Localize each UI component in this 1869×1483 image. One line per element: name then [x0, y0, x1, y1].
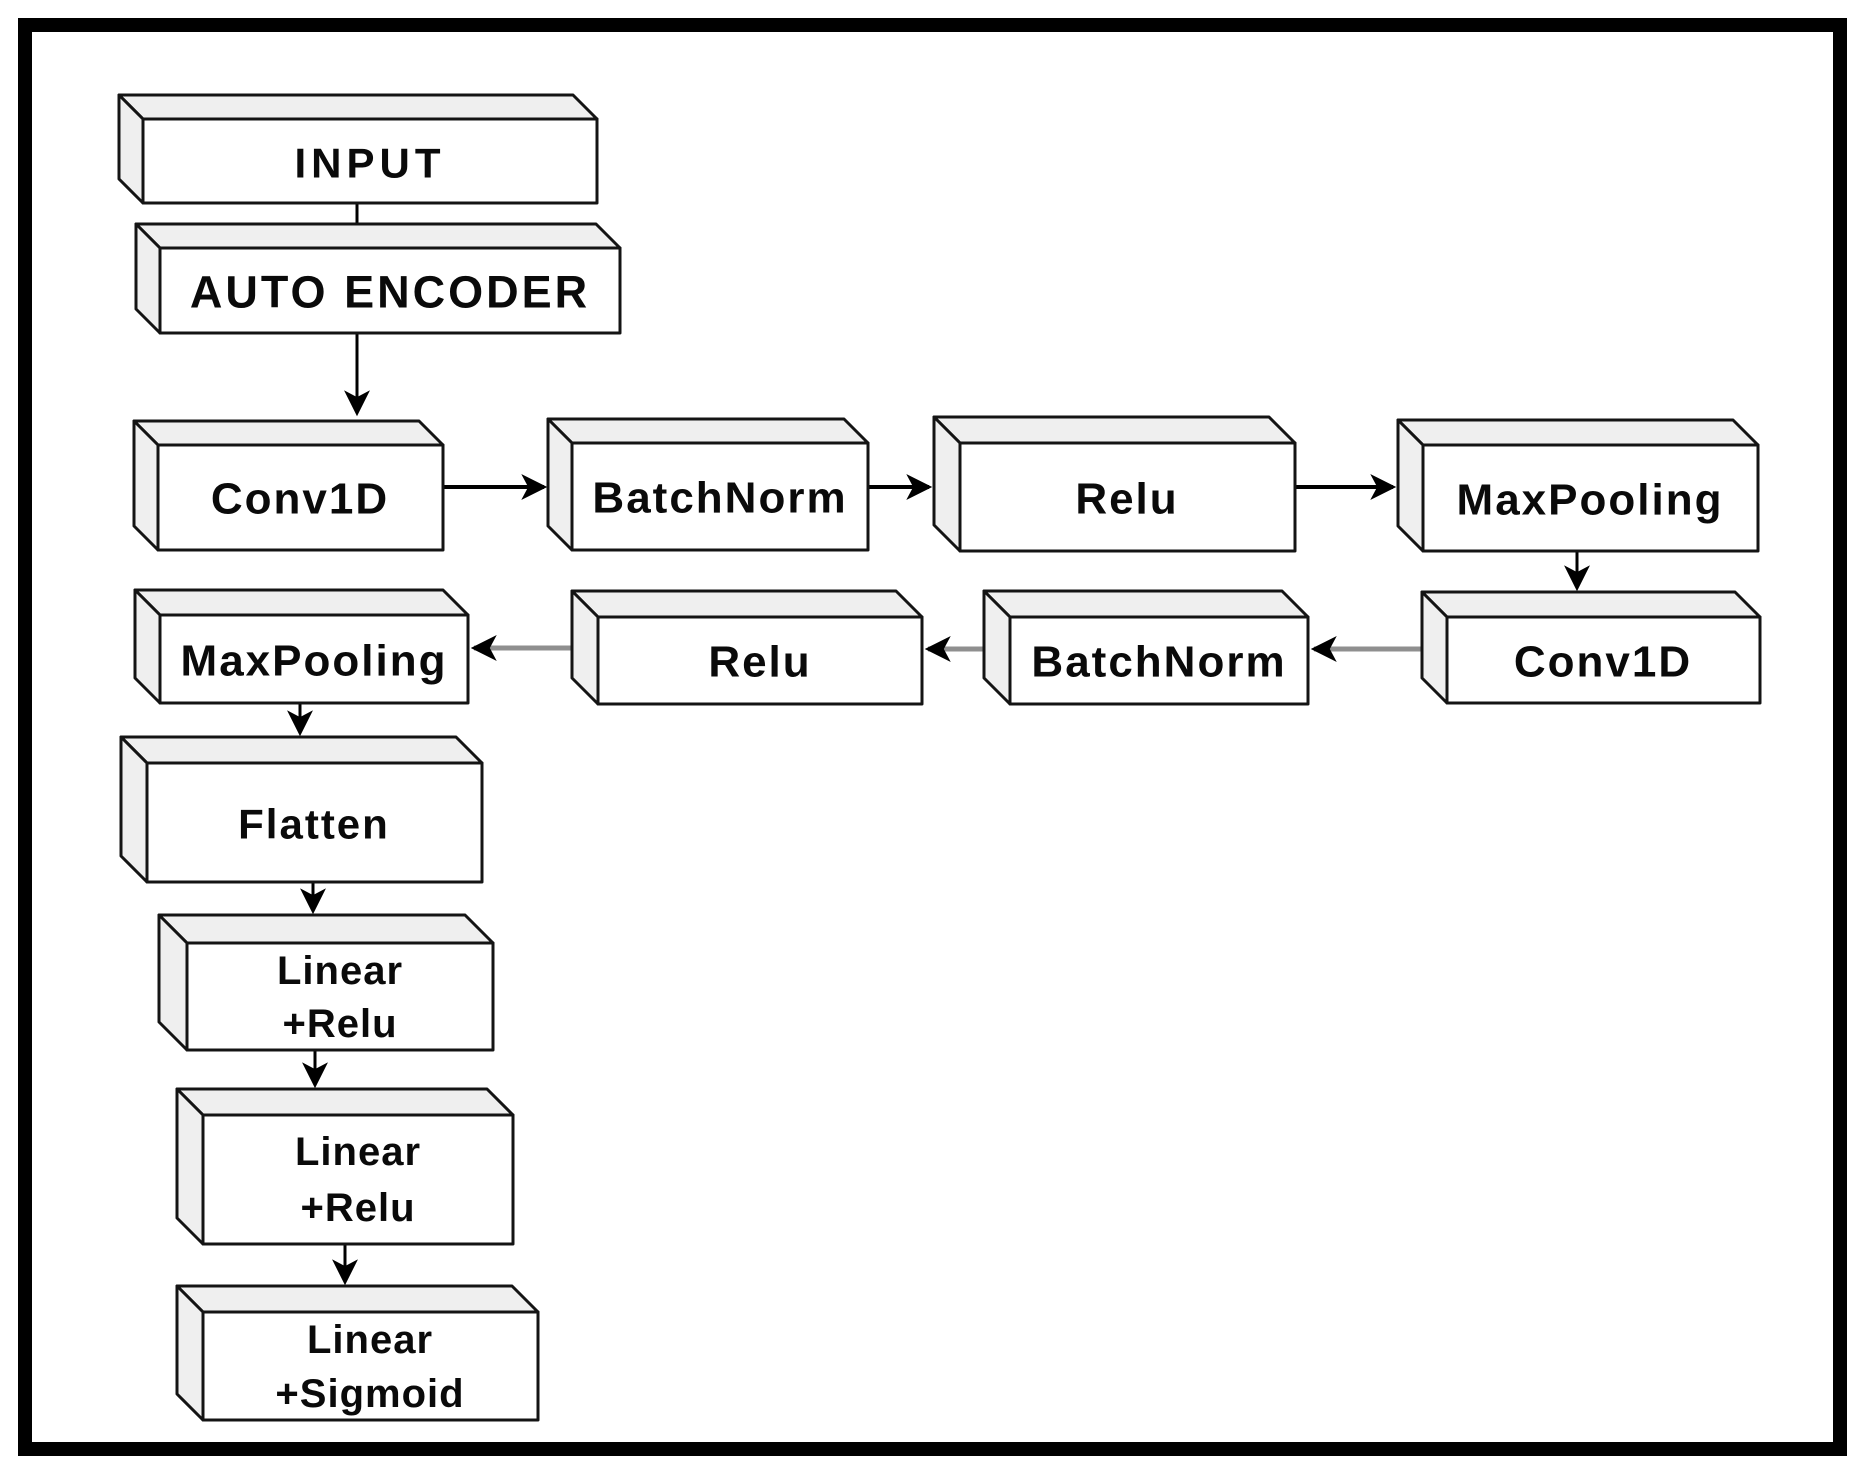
node-relu-enc1: Relu [932, 415, 1297, 553]
box-top-face [157, 913, 495, 945]
box-front-face [201, 1113, 515, 1246]
node-label-line2: +Relu [282, 1002, 397, 1046]
node-label-line1: Linear [295, 1130, 421, 1174]
node-label-line1: Linear [307, 1318, 433, 1362]
page-border-frame [18, 18, 1847, 1456]
box-top-face [175, 1087, 515, 1117]
box-top-face [119, 735, 484, 765]
box-front-face [145, 761, 484, 884]
box-front-face [596, 615, 924, 706]
node-label: Relu [708, 638, 811, 687]
node-label-line1: Linear [277, 949, 403, 993]
node-batchnorm-enc1: BatchNorm [546, 417, 870, 552]
box-top-face [133, 588, 470, 617]
box-front-face [1008, 615, 1310, 706]
box-top-face [175, 1284, 540, 1314]
node-label: Conv1D [211, 475, 389, 524]
node-auto-encoder: AUTO ENCODER [134, 222, 622, 335]
box-top-face [132, 419, 445, 447]
box-top-face [117, 93, 599, 121]
box-front-face [156, 443, 445, 552]
box-top-face [134, 222, 622, 250]
box-top-face [982, 589, 1310, 619]
node-label: MaxPooling [181, 637, 448, 686]
box-left-face [932, 415, 962, 553]
node-maxpooling-enc1: MaxPooling [1396, 418, 1760, 553]
node-label: Relu [1075, 475, 1178, 524]
node-label: BatchNorm [1031, 638, 1286, 687]
box-front-face [185, 941, 495, 1052]
node-label: MaxPooling [1457, 476, 1724, 525]
node-conv1d-enc1: Conv1D [132, 419, 445, 552]
node-relu-enc2: Relu [570, 589, 924, 706]
node-label: Conv1D [1514, 638, 1692, 687]
box-front-face [570, 441, 870, 552]
node-conv1d-enc2: Conv1D [1420, 590, 1762, 705]
node-maxpooling-enc2: MaxPooling [133, 588, 470, 705]
box-top-face [570, 589, 924, 619]
box-top-face [546, 417, 870, 445]
box-left-face [175, 1087, 205, 1246]
node-flatten: Flatten [119, 735, 484, 884]
node-batchnorm-enc2: BatchNorm [982, 589, 1310, 706]
box-front-face [158, 613, 470, 705]
node-linear-relu-1: Linear +Relu [157, 913, 495, 1052]
node-linear-sigmoid: Linear +Sigmoid [175, 1284, 540, 1422]
node-label: INPUT [295, 140, 446, 187]
box-left-face [1396, 418, 1425, 553]
box-left-face [132, 419, 160, 552]
node-label: BatchNorm [592, 474, 847, 523]
box-left-face [119, 735, 149, 884]
box-front-face [201, 1310, 540, 1422]
box-front-face [141, 117, 599, 205]
node-linear-relu-2: Linear +Relu [175, 1087, 515, 1246]
node-input: INPUT [117, 93, 599, 205]
box-left-face [175, 1284, 205, 1422]
box-left-face [546, 417, 574, 552]
node-label: AUTO ENCODER [190, 267, 590, 318]
box-front-face [1445, 615, 1762, 705]
box-front-face [958, 441, 1297, 553]
node-label: Flatten [238, 801, 390, 848]
box-top-face [1420, 590, 1762, 619]
box-front-face [1421, 443, 1760, 553]
node-label-line2: +Sigmoid [275, 1372, 464, 1416]
node-label-line2: +Relu [300, 1186, 415, 1230]
box-top-face [1396, 418, 1760, 447]
box-top-face [932, 415, 1297, 445]
box-front-face [158, 246, 622, 335]
